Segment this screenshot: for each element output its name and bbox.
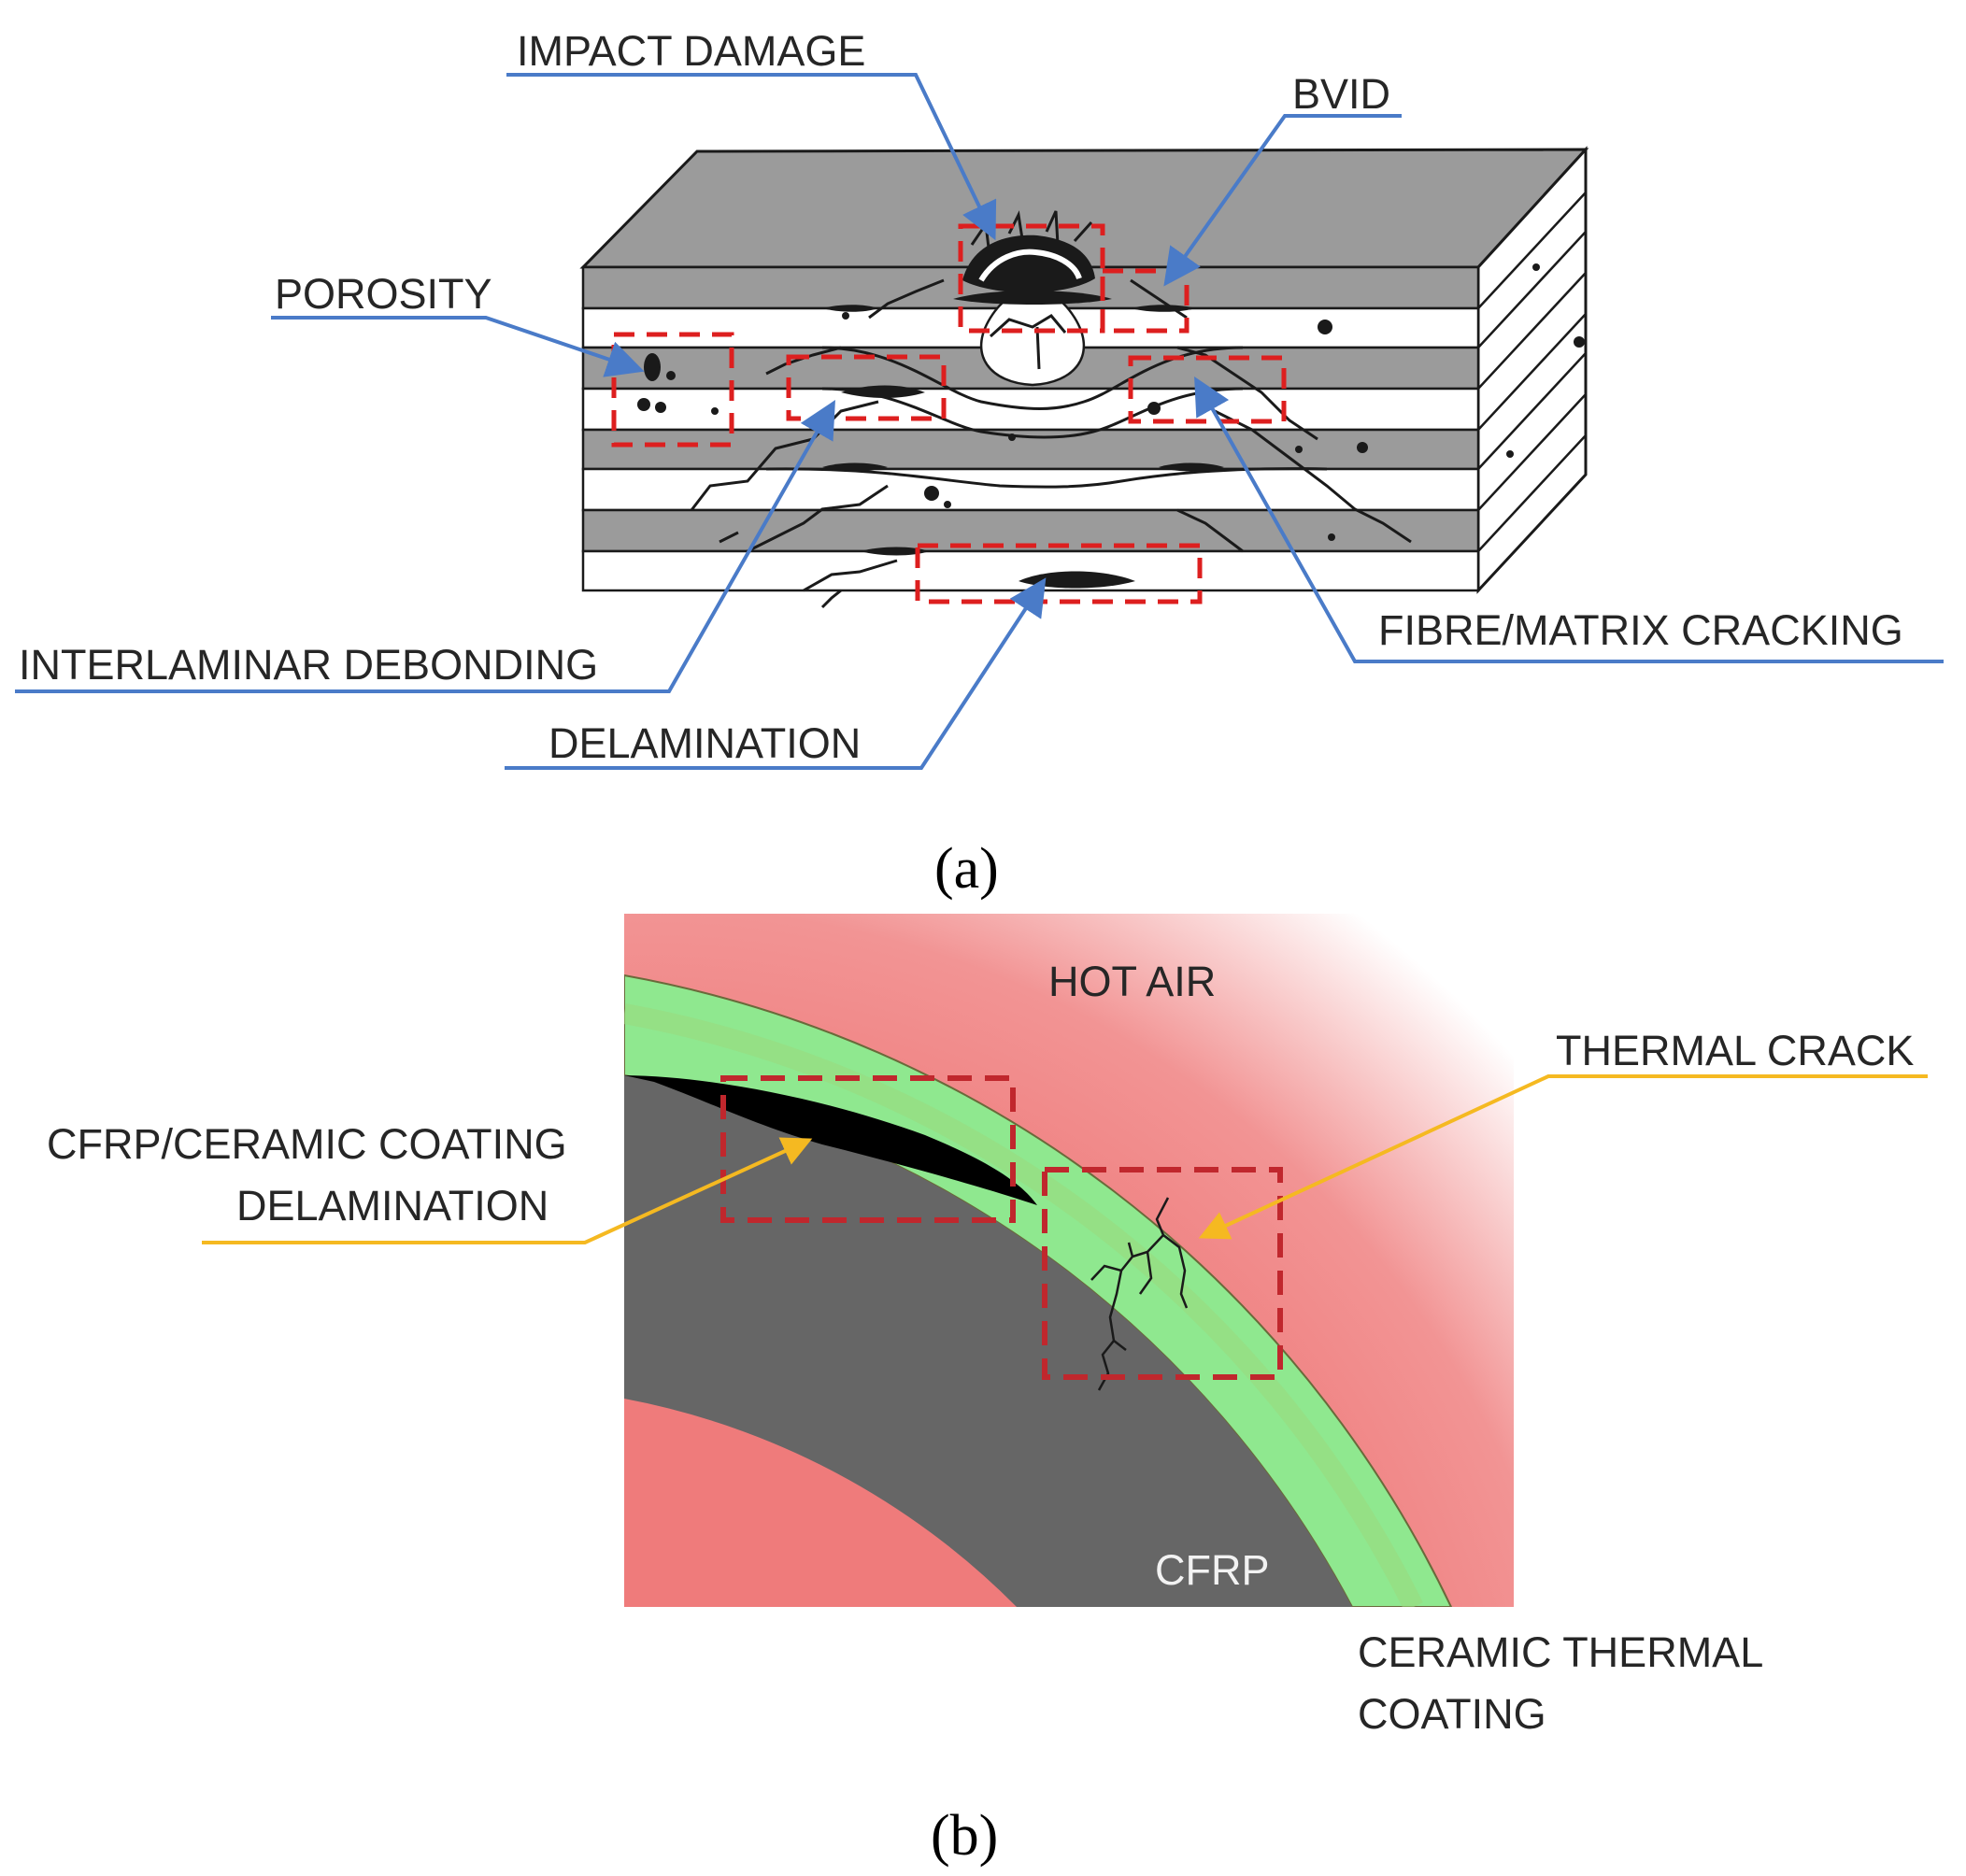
- leader-coating-delamination: [202, 1137, 813, 1244]
- panel-b-leaders: [202, 1074, 1928, 1244]
- label-impact-damage: IMPACT DAMAGE: [517, 27, 865, 75]
- box-delamination: [915, 543, 1203, 604]
- leader-delamination: [505, 577, 1047, 770]
- panel-a-caption: (a): [934, 837, 999, 901]
- leader-fibre-matrix-cracking: [1194, 377, 1944, 663]
- label-fibre-matrix-cracking: FIBRE/MATRIX CRACKING: [1378, 606, 1903, 654]
- label-delamination: DELAMINATION: [548, 719, 861, 767]
- leader-porosity: [271, 316, 645, 377]
- label-bvid: BVID: [1292, 70, 1390, 118]
- coating-section: [624, 914, 1514, 1607]
- label-porosity: POROSITY: [275, 270, 492, 318]
- label-hot-air: HOT AIR: [1048, 958, 1216, 1005]
- panel-a-damage-boxes: [611, 223, 1287, 604]
- cfrp-substrate: [624, 1075, 1352, 1607]
- box-interlaminar-debonding: [786, 354, 947, 421]
- panel-b-caption: (b): [931, 1804, 998, 1868]
- porosity-voids: [637, 263, 1585, 541]
- panel-a-leaders: [15, 73, 1944, 770]
- box-fibre-matrix-cracking: [1128, 355, 1287, 424]
- leader-thermal-crack: [1198, 1074, 1928, 1240]
- box-thermal-crack: [1042, 1167, 1283, 1380]
- crater-top: [962, 234, 1095, 293]
- coating-delamination-gap: [624, 1075, 1037, 1205]
- label-cfrp: CFRP: [1155, 1546, 1270, 1594]
- panel-b-damage-boxes: [720, 1075, 1283, 1380]
- label-ceramic-line2: COATING: [1358, 1690, 1546, 1738]
- leader-impact-damage: [506, 73, 997, 241]
- label-ceramic-line1: CERAMIC THERMAL: [1358, 1628, 1763, 1676]
- laminate-block: [579, 146, 1589, 609]
- delamination-lenses: [822, 291, 1224, 589]
- label-coating-delamination-line1: CFRP/CERAMIC COATING: [47, 1120, 567, 1168]
- label-thermal-crack: THERMAL CRACK: [1556, 1027, 1914, 1074]
- label-coating-delamination-line2: DELAMINATION: [236, 1182, 548, 1229]
- leader-bvid: [1163, 114, 1402, 287]
- box-impact-damage: [958, 223, 1105, 334]
- box-porosity: [611, 332, 734, 448]
- box-coating-delamination: [720, 1075, 1016, 1223]
- matrix-cracks: [690, 278, 1412, 609]
- thermal-crack-lines: [1090, 1197, 1189, 1391]
- label-interlaminar-debonding: INTERLAMINAR DEBONDING: [19, 641, 598, 689]
- box-bvid: [1100, 268, 1190, 334]
- leader-interlaminar-debonding: [15, 400, 835, 693]
